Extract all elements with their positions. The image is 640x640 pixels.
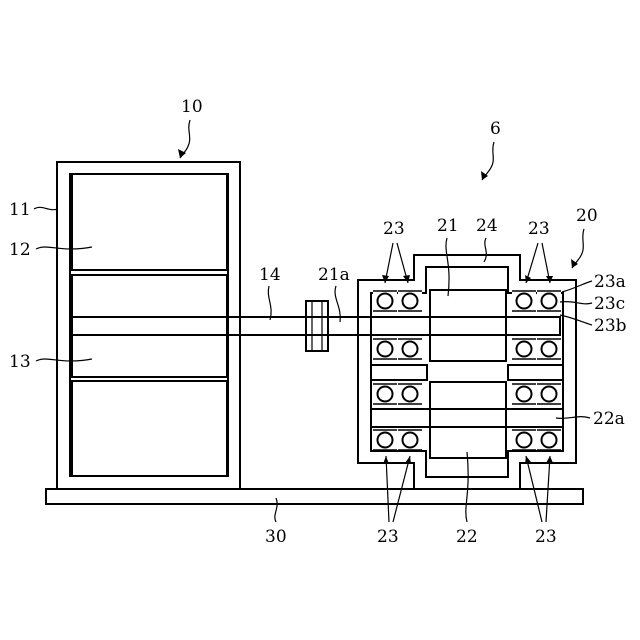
label-apparatus: 6: [481, 119, 501, 180]
label-bearing-top-right-text: 23: [528, 219, 550, 239]
label-housing-text: 24: [476, 216, 498, 236]
label-motor-shaft-text: 14: [259, 265, 281, 285]
label-motor: 10: [178, 97, 203, 158]
label-base-text: 30: [265, 527, 287, 547]
label-apparatus-text: 6: [490, 119, 501, 139]
bearing-ball: [373, 339, 397, 359]
label-rotor-lower: 13: [9, 352, 92, 372]
bearing-ball: [512, 384, 536, 404]
motor-rotor-middle: [72, 275, 227, 377]
motor-case: [57, 162, 240, 489]
label-bearing-bottom-right: 23: [525, 456, 557, 547]
label-input-gear-text: 21: [437, 216, 459, 236]
label-bearing-outer: 23a: [562, 272, 626, 292]
bearing-ball: [537, 339, 561, 359]
bearing-ball: [512, 430, 536, 450]
label-bearing-outer-text: 23a: [594, 272, 626, 292]
label-motor-case-text: 11: [9, 200, 31, 220]
motor-rotor-lower: [72, 381, 227, 476]
label-bearing-inner-text: 23b: [594, 316, 627, 336]
bearing-ball: [537, 430, 561, 450]
label-motor-text: 10: [181, 97, 203, 117]
bearing-ball: [373, 384, 397, 404]
motor-rotor-upper: [72, 174, 227, 270]
label-rotor-upper: 12: [9, 240, 92, 260]
label-output-gear-text: 22: [456, 527, 478, 547]
bearing-ball: [537, 291, 561, 311]
label-bearing-inner: 23b: [560, 315, 627, 336]
label-rotor-lower-text: 13: [9, 352, 31, 372]
label-gearbox-text: 20: [576, 206, 598, 226]
label-bearing-ball-text: 23c: [594, 294, 625, 314]
label-bearing-bottom-right-text: 23: [535, 527, 557, 547]
label-motor-shaft: 14: [259, 265, 281, 320]
label-input-shaft-text: 21a: [318, 265, 350, 285]
label-gearbox: 20: [571, 206, 598, 268]
label-bearing-top-left: 23: [382, 219, 410, 283]
label-motor-case: 11: [9, 200, 58, 220]
label-output-shaft-text: 22a: [593, 409, 625, 429]
shaft-coupling: [306, 301, 328, 351]
label-bearing-top-right: 23: [525, 219, 553, 283]
bearing-ball: [512, 291, 536, 311]
label-output-shaft: 22a: [556, 409, 625, 429]
label-bearing-top-left-text: 23: [383, 219, 405, 239]
bearing-ball: [398, 339, 422, 359]
bearing-ball: [537, 384, 561, 404]
bearing-ball: [373, 430, 397, 450]
label-base: 30: [265, 498, 287, 547]
bearing-ball: [512, 339, 536, 359]
bearing-ball: [373, 291, 397, 311]
label-bearing-bottom-left-text: 23: [377, 527, 399, 547]
label-rotor-upper-text: 12: [9, 240, 31, 260]
label-bearing-ball: 23c: [560, 294, 625, 314]
label-input-shaft: 21a: [318, 265, 350, 322]
bearing-ball: [398, 430, 422, 450]
base-plate: [46, 489, 583, 504]
label-bearing-bottom-left: 23: [377, 456, 411, 547]
bearing-ball: [398, 291, 422, 311]
bearing-ball: [398, 384, 422, 404]
